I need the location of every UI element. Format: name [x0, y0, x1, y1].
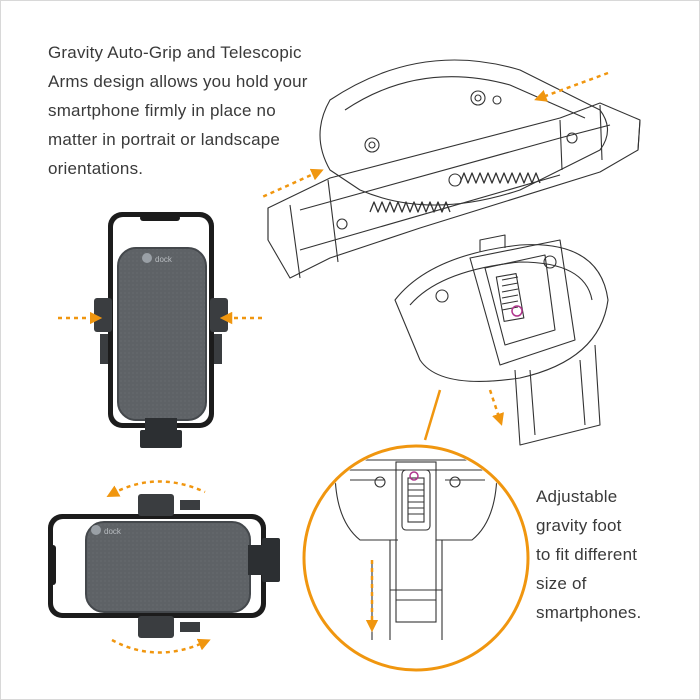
- caption-line: to fit different: [536, 545, 638, 564]
- caption-line: matter in portrait or landscape: [48, 130, 281, 149]
- grip-arrows: [259, 71, 609, 426]
- caption-line: Gravity Auto-Grip and Telescopic: [48, 43, 302, 62]
- caption-line: size of: [536, 574, 587, 593]
- phone-landscape: dock: [48, 494, 280, 638]
- brand-logo: dock: [155, 255, 173, 264]
- brand-logo: dock: [104, 527, 122, 536]
- zoom-callout: [302, 389, 530, 672]
- caption-line: smartphone firmly in place no: [48, 101, 276, 120]
- caption-line: gravity foot: [536, 516, 622, 535]
- rotate-arrows: [106, 480, 211, 654]
- caption-line: orientations.: [48, 159, 144, 178]
- feature-caption-foot: Adjustable gravity foot to fit different…: [536, 482, 686, 627]
- caption-line: Arms design allows you hold your: [48, 72, 308, 91]
- mount-line-drawing: [267, 59, 641, 446]
- feature-caption-grip: Gravity Auto-Grip and Telescopic Arms de…: [48, 38, 338, 183]
- caption-line: Adjustable: [536, 487, 618, 506]
- caption-line: smartphones.: [536, 603, 642, 622]
- phone-portrait: dock: [94, 212, 228, 448]
- highlight-marker: [511, 305, 523, 317]
